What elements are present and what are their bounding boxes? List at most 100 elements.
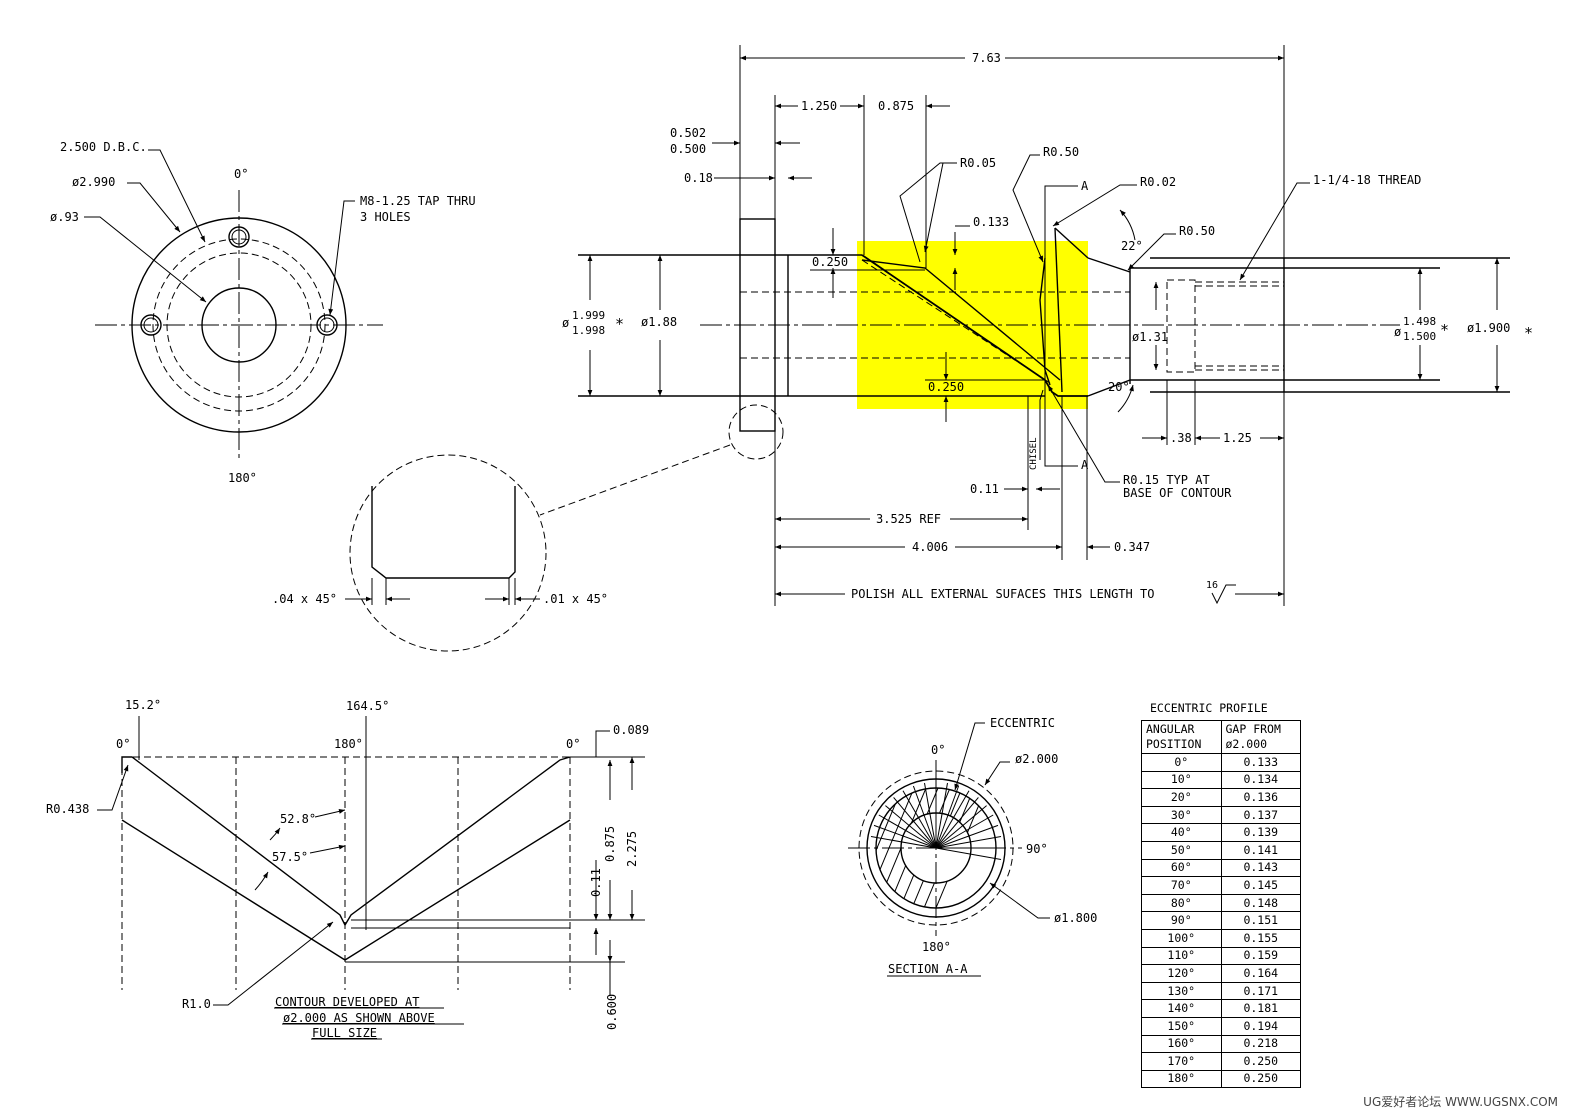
dev-d-0089: 0.089 (613, 723, 649, 737)
sec-eccentric: ECCENTRIC (990, 716, 1055, 730)
section-radial-line (935, 814, 994, 849)
r005-label: R0.05 (960, 156, 996, 170)
sec-dia-2000: ø2.000 (1015, 752, 1058, 766)
table-row: 100°0.155 (1141, 928, 1301, 948)
angular-position-cell: 170° (1141, 1052, 1222, 1071)
gap-cell: 0.134 (1220, 770, 1301, 790)
gap-cell: 0.171 (1220, 981, 1301, 1001)
side-view: 7.63 1.250 0.875 0.502 0.500 0.18 R0.05 … (562, 45, 1533, 606)
gap-cell: 0.136 (1220, 788, 1301, 807)
section-radial-line (935, 790, 970, 849)
section-radial-line (935, 785, 960, 849)
chisel-label: CHISEL (1029, 437, 1039, 470)
table-row: 90°0.151 (1141, 911, 1301, 930)
table-row: 70°0.145 (1141, 876, 1301, 895)
angular-position-cell: 130° (1141, 981, 1222, 1001)
dev-ang-0b: 0° (566, 737, 580, 751)
table-row: 80°0.148 (1141, 893, 1301, 913)
dim-0875: 0.875 (878, 99, 914, 113)
dev-d-0600: 0.600 (605, 994, 619, 1030)
table-row: 20°0.136 (1141, 788, 1301, 807)
dev-r0438: R0.438 (46, 802, 89, 816)
angular-position-cell: 40° (1141, 823, 1222, 842)
detail-circle (349, 454, 547, 652)
section-radial-line (893, 797, 937, 849)
table-row: 140°0.181 (1141, 999, 1301, 1018)
chamfer-left-label: .04 x 45° (272, 592, 337, 606)
section-a-top: A (1081, 179, 1089, 193)
dia-131: ø1.31 (1132, 330, 1168, 344)
front-view: 2.500 D.B.C. ø2.990 ø.93 0° 180° M8-1.25… (50, 140, 476, 485)
table-row: 160°0.218 (1141, 1034, 1301, 1054)
polish-note: POLISH ALL EXTERNAL SUFACES THIS LENGTH … (851, 587, 1154, 601)
dia-1498: 1.498 (1403, 315, 1436, 328)
gap-cell: 0.148 (1220, 893, 1301, 913)
dev-d-2275: 2.275 (625, 831, 639, 867)
table-row: 50°0.141 (1141, 840, 1301, 860)
table-row: 30°0.137 (1141, 805, 1301, 825)
tap-hole-right (316, 314, 338, 336)
asterisk-left: * (615, 315, 624, 333)
outer-dia-label: ø2.990 (72, 175, 115, 189)
dev-ang-1645: 164.5° (346, 699, 389, 713)
gap-cell: 0.194 (1220, 1016, 1301, 1036)
dev-ang-180: 180° (334, 737, 363, 751)
tap-note-line1: M8-1.25 TAP THRU (360, 194, 476, 208)
dim-1250: 1.250 (801, 99, 837, 113)
dim-125: 1.25 (1223, 431, 1252, 445)
dev-caption-2: ø2.000 AS SHOWN ABOVE (283, 1011, 435, 1025)
table-row: 150°0.194 (1141, 1016, 1301, 1036)
section-radial-line (935, 805, 987, 849)
angular-position-cell: 180° (1141, 1069, 1222, 1089)
angle-top-label: 0° (234, 167, 248, 181)
dia-prefix-left: ø (562, 316, 569, 330)
angular-position-cell: 90° (1141, 911, 1222, 930)
dim-0250a: 0.250 (812, 255, 848, 269)
sec-ang-180: 180° (922, 940, 951, 954)
gap-cell: 0.218 (1220, 1034, 1301, 1054)
section-radial-line (912, 785, 937, 849)
dia-1900: ø1.900 (1467, 321, 1510, 335)
angular-position-cell: 80° (1141, 893, 1222, 913)
table-row: 0°0.133 (1141, 753, 1301, 772)
dim-038: .38 (1170, 431, 1192, 445)
r015-line2: BASE OF CONTOUR (1123, 486, 1232, 500)
r015-line1: R0.15 TYP AT (1123, 473, 1210, 487)
dim-0250b: 0.250 (928, 380, 964, 394)
dev-r10: R1.0 (182, 997, 211, 1011)
asterisk-right-inner: * (1440, 321, 1449, 339)
section-radial-line (935, 797, 979, 849)
angular-position-cell: 70° (1141, 876, 1222, 895)
section-radial-line (935, 836, 1002, 849)
angular-position-cell: 10° (1141, 770, 1222, 790)
dev-ang-528: 52.8° (280, 812, 316, 826)
dev-ang-0a: 0° (116, 737, 130, 751)
angular-position-cell: 100° (1141, 928, 1222, 948)
r002-label: R0.02 (1140, 175, 1176, 189)
tap-note-line2: 3 HOLES (360, 210, 411, 224)
dev-caption-3: FULL SIZE (312, 1026, 377, 1040)
gap-cell: 0.250 (1220, 1052, 1301, 1071)
dev-d-0875: 0.875 (603, 826, 617, 862)
table-row: 40°0.139 (1141, 823, 1301, 842)
sec-ang-90: 90° (1026, 842, 1048, 856)
angular-position-cell: 160° (1141, 1034, 1222, 1054)
dim-0500: 0.500 (670, 142, 706, 156)
dim-011: 0.11 (970, 482, 999, 496)
table-row: 110°0.159 (1141, 946, 1301, 966)
gap-cell: 0.139 (1220, 823, 1301, 842)
dim-0347: 0.347 (1114, 540, 1150, 554)
dia-1998: 1.998 (572, 324, 605, 337)
angle-bottom-label: 180° (228, 471, 257, 485)
dev-d-011: 0.11 (589, 868, 603, 897)
gap-cell: 0.141 (1220, 840, 1301, 860)
angular-position-cell: 150° (1141, 1016, 1222, 1036)
thread-label: 1-1/4-18 THREAD (1313, 173, 1421, 187)
angular-position-cell: 20° (1141, 788, 1222, 807)
gap-cell: 0.145 (1220, 876, 1301, 895)
angular-position-cell: 60° (1141, 858, 1222, 878)
r050a-label: R0.50 (1043, 145, 1079, 159)
